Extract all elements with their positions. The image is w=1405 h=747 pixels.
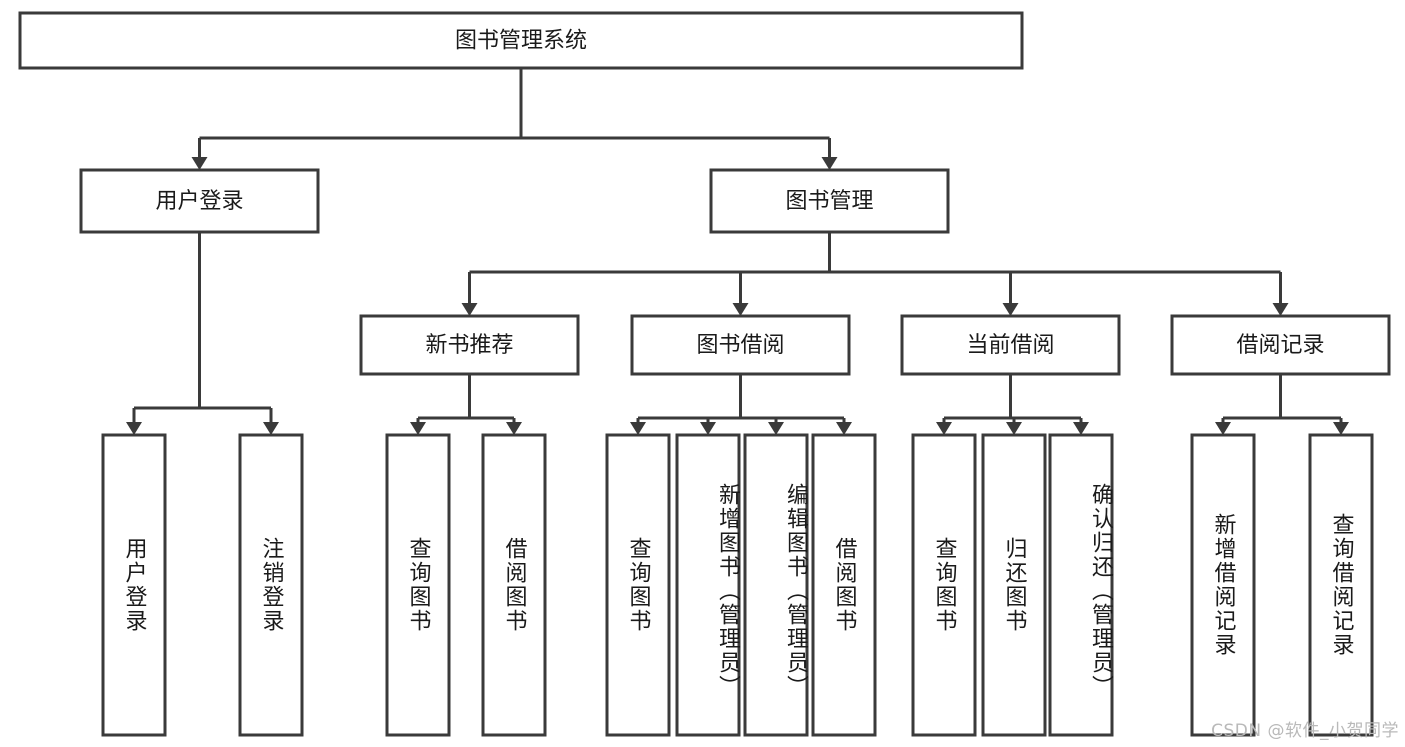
arrow-head-icon: [1006, 422, 1022, 435]
node-leaf-rect-leaf-query-book-3[interactable]: [911, 433, 977, 737]
arrow-head-icon: [1002, 303, 1019, 316]
arrow-head-icon: [768, 422, 784, 435]
node-leaf-rect-leaf-add-book-admin[interactable]: [675, 433, 741, 737]
node-root-rect[interactable]: [18, 11, 1024, 70]
watermark-text: CSDN @软件_小贺同学: [1211, 721, 1399, 741]
arrow-head-icon: [700, 422, 716, 435]
node-level3-rect-book-borrow[interactable]: [630, 314, 851, 376]
node-leaf-rect-leaf-add-borrow-record[interactable]: [1190, 433, 1256, 737]
arrow-head-icon: [821, 157, 838, 170]
arrow-head-icon: [1333, 422, 1349, 435]
node-leaf-rect-leaf-query-borrow-record[interactable]: [1308, 433, 1374, 737]
arrow-head-icon: [1215, 422, 1231, 435]
node-root-label: 图书管理系统: [455, 29, 587, 54]
node-level3-label-new-book-recommend: 新书推荐: [425, 333, 513, 358]
node-leaf-rect-leaf-borrow-book-2[interactable]: [811, 433, 877, 737]
arrow-head-icon: [191, 157, 208, 170]
arrow-head-icon: [630, 422, 646, 435]
arrow-head-icon: [1073, 422, 1089, 435]
node-leaf-rect-leaf-query-book-1[interactable]: [385, 433, 451, 737]
node-level3-label-borrow-record: 借阅记录: [1236, 333, 1324, 358]
arrow-head-icon: [461, 303, 478, 316]
arrow-head-icon: [126, 422, 142, 435]
node-level2-label-user-login: 用户登录: [155, 189, 243, 214]
arrow-head-icon: [836, 422, 852, 435]
node-leaf-rect-leaf-logout-login[interactable]: [238, 433, 304, 737]
arrow-head-icon: [936, 422, 952, 435]
node-level3-label-book-borrow: 图书借阅: [696, 333, 784, 358]
node-level2-label-book-management: 图书管理: [785, 189, 873, 214]
node-leaf-rect-leaf-confirm-return-admin[interactable]: [1048, 433, 1114, 737]
arrow-head-icon: [263, 422, 279, 435]
arrow-head-icon: [1272, 303, 1289, 316]
node-leaf-rect-leaf-user-login[interactable]: [101, 433, 167, 737]
arrow-head-icon: [732, 303, 749, 316]
node-level3-label-current-borrow: 当前借阅: [966, 333, 1054, 358]
node-leaf-rect-leaf-edit-book-admin[interactable]: [743, 433, 809, 737]
node-leaf-rect-leaf-borrow-book-1[interactable]: [481, 433, 547, 737]
arrow-head-icon: [506, 422, 522, 435]
node-leaf-rect-leaf-return-book[interactable]: [981, 433, 1047, 737]
node-level2-rect-book-management[interactable]: [709, 168, 950, 234]
node-leaf-rect-leaf-query-book-2[interactable]: [605, 433, 671, 737]
arrow-head-icon: [410, 422, 426, 435]
